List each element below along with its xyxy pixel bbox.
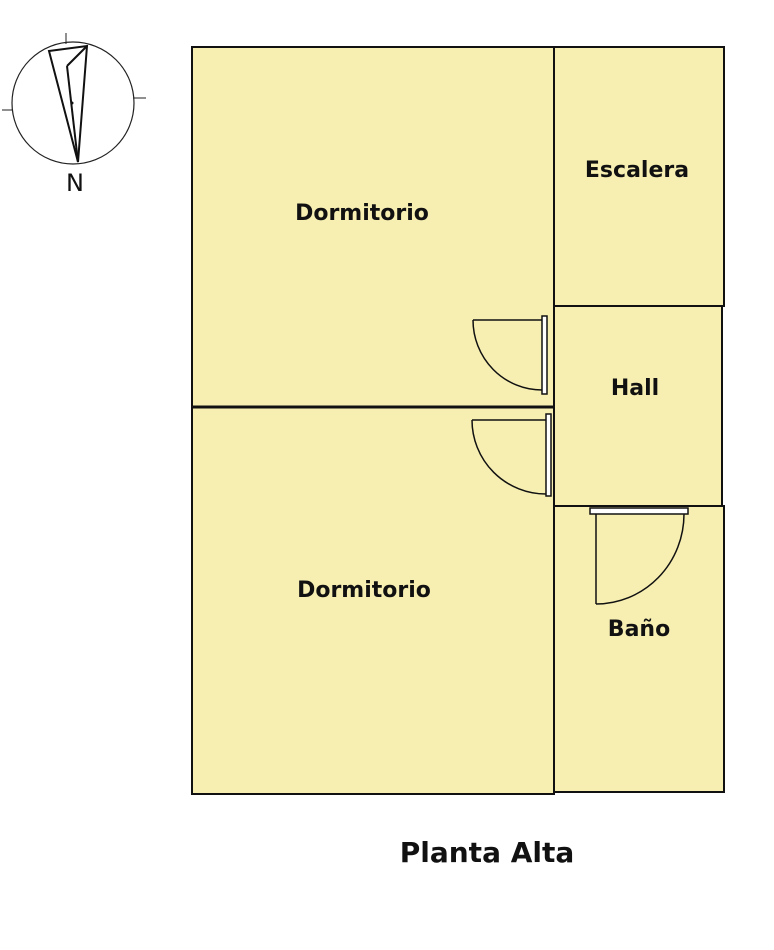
- label-hall: Hall: [611, 376, 659, 401]
- label-escalera: Escalera: [585, 158, 689, 183]
- room-labels: Dormitorio Escalera Hall Dormitorio Baño: [295, 158, 689, 642]
- door-dormitorio-top: [472, 315, 548, 395]
- doors: [471, 315, 689, 605]
- room-dormitorio-top: [191, 46, 555, 408]
- door-swing: [595, 513, 685, 605]
- label-dormitorio-bottom: Dormitorio: [297, 578, 431, 603]
- door-swing: [471, 419, 547, 495]
- compass-center: [70, 101, 74, 105]
- room-escalera: [553, 46, 725, 307]
- door-bano: [589, 507, 689, 605]
- compass-needle: [47, 44, 89, 163]
- compass-circle: [11, 41, 135, 165]
- compass-needle-split: [66, 65, 79, 163]
- plan-title: Planta Alta: [400, 836, 575, 869]
- room-hall: [553, 305, 723, 507]
- door-dormitorio-bottom: [471, 413, 552, 497]
- door-swing: [472, 319, 543, 391]
- north-letter: N: [66, 169, 84, 197]
- room-bano: [553, 505, 725, 793]
- door-leaf: [589, 507, 689, 515]
- compass-needle-split-top: [66, 45, 88, 67]
- label-dormitorio-top: Dormitorio: [295, 201, 429, 226]
- label-bano: Baño: [608, 617, 670, 642]
- north-arrow-icon: N: [2, 33, 146, 197]
- door-leaf: [545, 413, 552, 497]
- door-leaf: [541, 315, 548, 395]
